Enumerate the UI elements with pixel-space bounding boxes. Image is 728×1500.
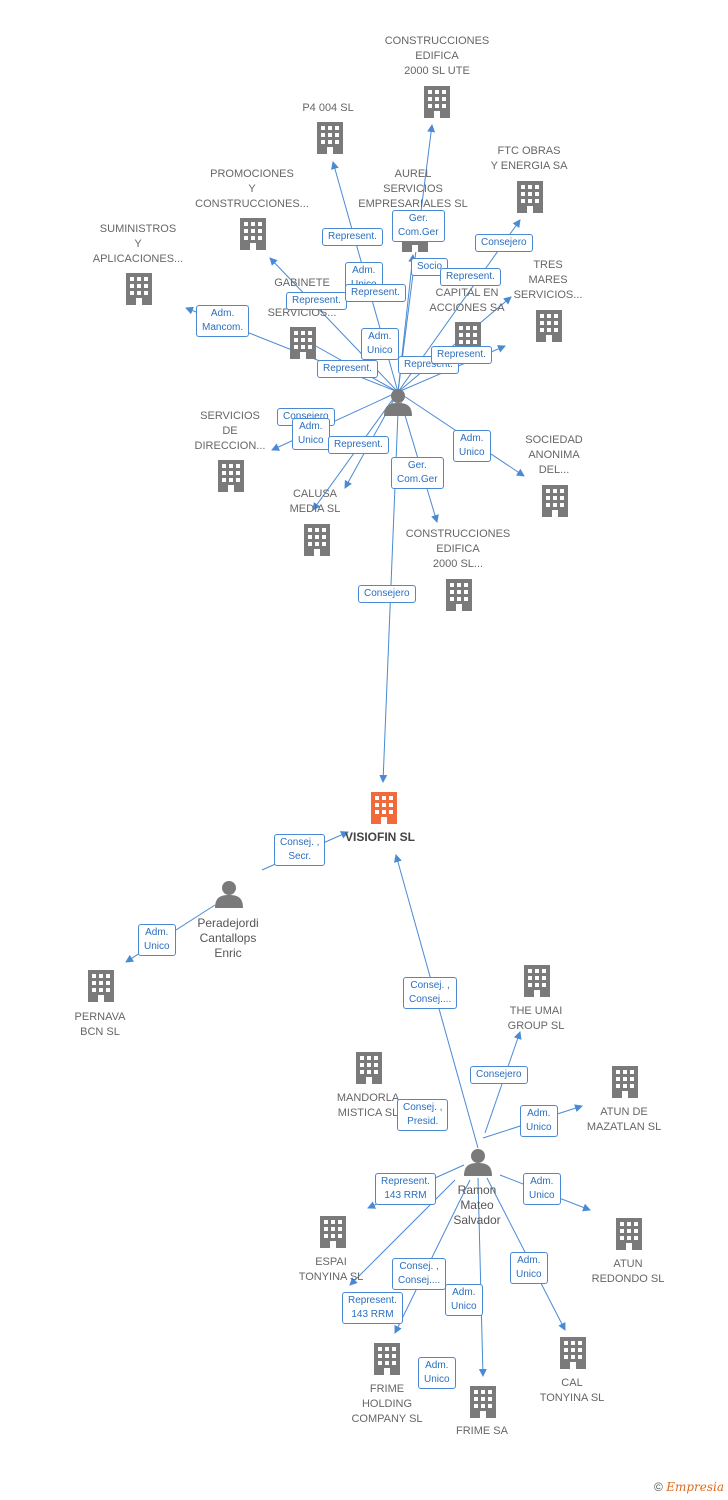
person-icon[interactable] <box>215 881 243 908</box>
relation-label[interactable]: Adm. Unico <box>445 1284 483 1316</box>
company-node-label[interactable]: ATUN REDONDO SL <box>591 1258 665 1285</box>
company-building-icon[interactable] <box>126 273 152 305</box>
relation-label[interactable]: Consej. , Presid. <box>397 1099 449 1131</box>
relation-edge <box>397 296 512 393</box>
company-building-icon[interactable] <box>560 1337 586 1369</box>
company-node-label[interactable]: PROMOCIONES Y CONSTRUCCIONES... <box>195 168 309 210</box>
person-node-label[interactable]: Peradejordi Cantallops Enric <box>197 916 259 960</box>
company-node-label[interactable]: SOCIEDAD ANONIMA DEL... <box>525 434 583 476</box>
relation-label[interactable]: Adm. Unico <box>453 430 491 462</box>
company-node-label[interactable]: MANDORLA MISTICA SL <box>336 1092 400 1119</box>
company-node-label[interactable]: FTC OBRAS Y ENERGIA SA <box>490 145 568 172</box>
company-building-icon[interactable] <box>424 86 450 118</box>
relation-label[interactable]: Socio <box>411 258 449 276</box>
company-node-label[interactable]: ESPAI TONYINA SL <box>298 1256 364 1283</box>
company-building-icon[interactable] <box>290 327 316 359</box>
relation-label[interactable]: Consej. , Consej.... <box>403 977 458 1009</box>
company-node-label[interactable]: CONSTRUCCIONES EDIFICA 2000 SL UTE <box>384 35 490 77</box>
company-node-label[interactable]: AUREL SERVICIOS EMPRESARIALES SL <box>358 168 468 210</box>
relation-edge <box>349 1179 456 1286</box>
person-icon[interactable] <box>464 1149 492 1176</box>
company-node-label[interactable]: CALUSA MEDIA SL <box>289 488 341 515</box>
person-node-label[interactable]: Ramon Mateo Salvador <box>453 1183 501 1227</box>
relation-edge <box>477 1177 487 1377</box>
footer: © Empresia <box>654 1480 724 1494</box>
brand-logo[interactable]: Empresia <box>666 1480 724 1494</box>
company-node-label[interactable]: CONSTRUCCIONES EDIFICA 2000 SL... <box>405 528 511 570</box>
company-building-icon[interactable] <box>304 524 330 556</box>
company-building-icon[interactable] <box>536 310 562 342</box>
relation-label[interactable]: Represent. <box>431 346 492 364</box>
copyright-symbol: © <box>654 1480 663 1494</box>
company-building-icon[interactable] <box>374 1343 400 1375</box>
company-building-icon[interactable] <box>218 460 244 492</box>
company-building-icon[interactable] <box>517 181 543 213</box>
relation-label[interactable]: Represent. 143 RRM <box>342 1292 403 1324</box>
person-icon[interactable] <box>384 389 412 416</box>
company-building-icon[interactable] <box>446 579 472 611</box>
company-building-icon[interactable] <box>616 1218 642 1250</box>
relation-label[interactable]: Ger. Com.Ger <box>391 457 444 489</box>
company-building-icon[interactable] <box>88 970 114 1002</box>
relation-label[interactable]: Represent. <box>328 436 389 454</box>
company-node-label[interactable]: SUMINISTROS Y APLICACIONES... <box>92 223 184 265</box>
relation-label[interactable]: Represent. <box>322 228 383 246</box>
center-company-name[interactable]: VISIOFIN SL <box>344 830 415 844</box>
company-building-icon[interactable] <box>542 485 568 517</box>
company-building-icon[interactable] <box>524 965 550 997</box>
company-node-label[interactable]: CAPITAL EN ACCIONES SA <box>429 287 505 314</box>
company-building-icon[interactable] <box>240 218 266 250</box>
company-node-label[interactable]: FRIME SA <box>456 1425 508 1437</box>
relation-label[interactable]: Adm. Unico <box>523 1173 561 1205</box>
company-node-label[interactable]: SERVICIOS DE DIRECCION... <box>194 410 266 452</box>
relation-label[interactable]: Ger. Com.Ger <box>392 210 445 242</box>
relation-label[interactable]: Consejero <box>470 1066 528 1084</box>
center-company-icon[interactable] <box>371 792 397 824</box>
relation-label[interactable]: Adm. Unico <box>520 1105 558 1137</box>
relation-label[interactable]: Represent. <box>345 284 406 302</box>
company-node-label[interactable]: ATUN DE MAZATLAN SL <box>586 1106 662 1133</box>
company-building-icon[interactable] <box>470 1386 496 1418</box>
company-building-icon[interactable] <box>612 1066 638 1098</box>
relation-label[interactable]: Adm. Unico <box>361 328 399 360</box>
company-building-icon[interactable] <box>356 1052 382 1084</box>
relation-label[interactable]: Consej. , Consej.... <box>392 1258 447 1290</box>
company-building-icon[interactable] <box>320 1216 346 1248</box>
company-node-label[interactable]: FRIME HOLDING COMPANY SL <box>351 1383 423 1425</box>
relation-label[interactable]: Consejero <box>475 234 533 252</box>
relation-label[interactable]: Represent. <box>317 360 378 378</box>
company-node-label[interactable]: P4 004 SL <box>302 102 354 114</box>
relation-label[interactable]: Represent. <box>440 268 501 286</box>
relation-label[interactable]: Adm. Unico <box>138 924 176 956</box>
relation-label[interactable]: Consejero <box>358 585 416 603</box>
company-node-label[interactable]: THE UMAI GROUP SL <box>507 1005 565 1032</box>
relation-edge <box>394 1179 471 1334</box>
company-node-label[interactable]: TRES MARES SERVICIOS... <box>513 259 583 301</box>
relation-label[interactable]: Represent. <box>286 292 347 310</box>
relation-label[interactable]: Adm. Unico <box>418 1357 456 1389</box>
company-building-icon[interactable] <box>317 122 343 154</box>
company-node-label[interactable]: CAL TONYINA SL <box>539 1377 605 1404</box>
relation-label[interactable]: Adm. Mancom. <box>196 305 250 337</box>
relation-label[interactable]: Adm. Unico <box>292 418 330 450</box>
relation-label[interactable]: Represent. 143 RRM <box>375 1173 436 1205</box>
company-node-label[interactable]: PERNAVA BCN SL <box>74 1011 126 1038</box>
relation-label[interactable]: Consej. , Secr. <box>274 834 326 866</box>
relation-label[interactable]: Adm. Unico <box>510 1252 548 1284</box>
